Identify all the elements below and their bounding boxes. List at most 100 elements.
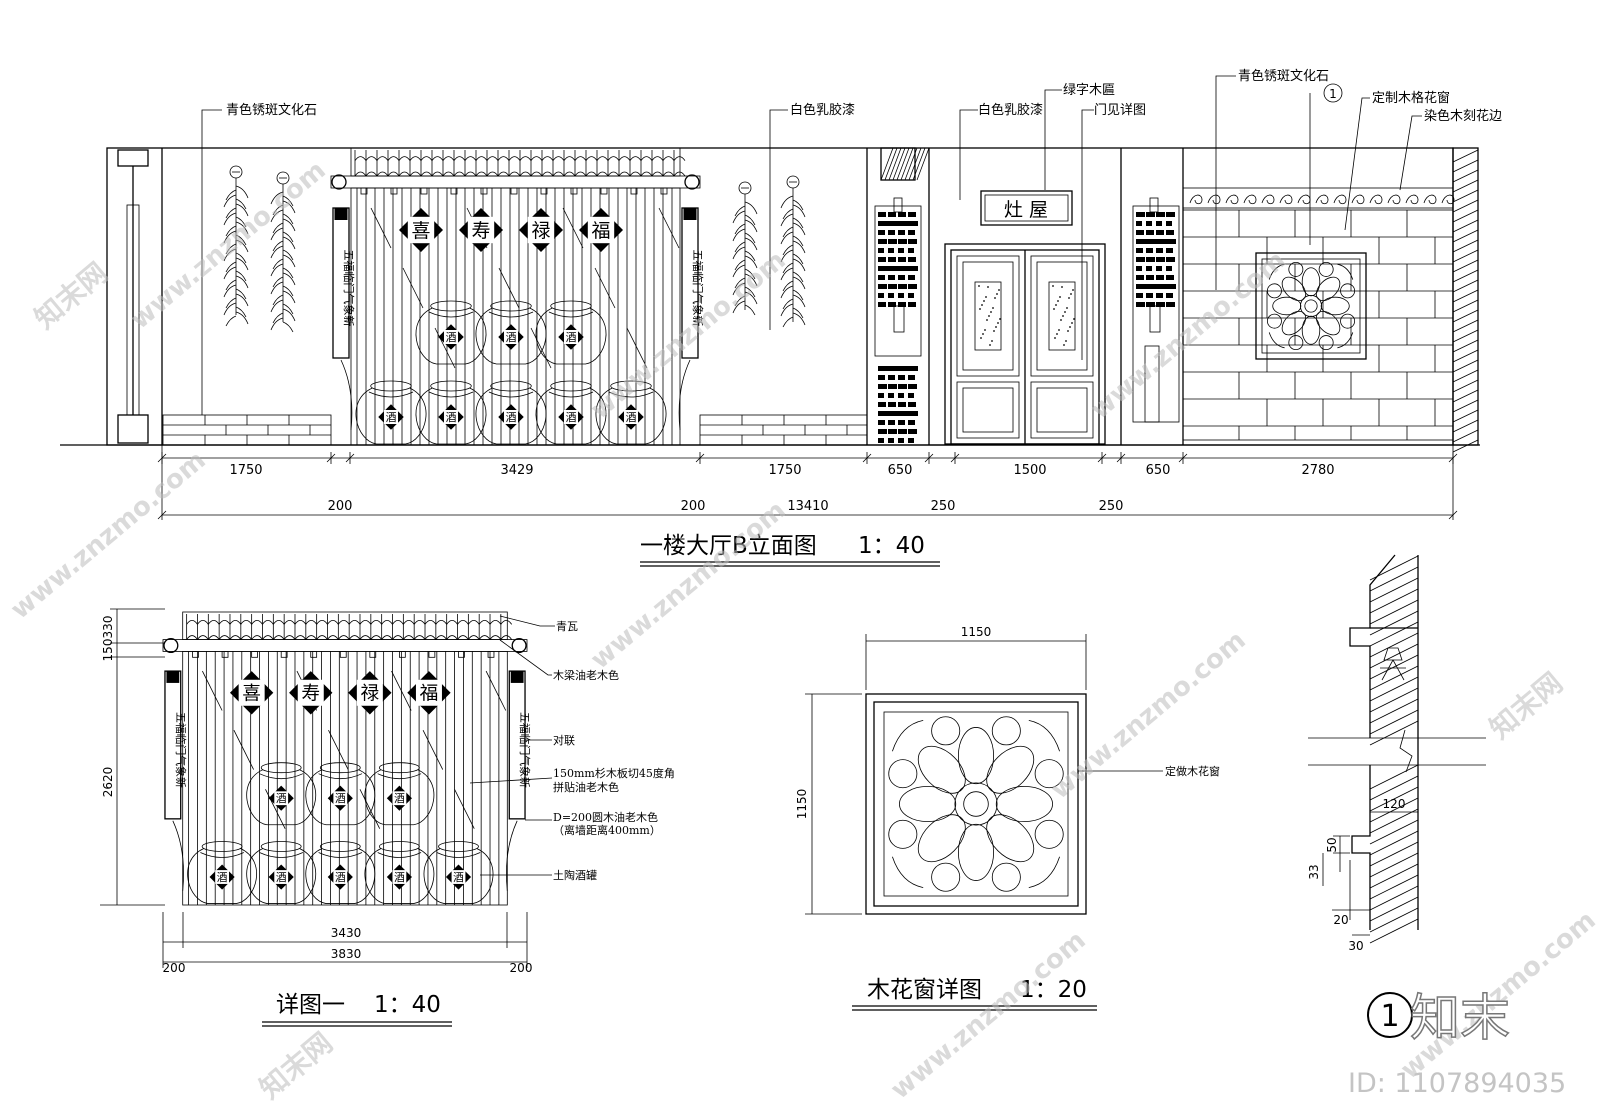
svg-text:酒: 酒 (626, 411, 637, 424)
dim-250-b: 250 (1099, 499, 1124, 514)
svg-text:五福临门气象新: 五福临门气象新 (518, 712, 532, 788)
dim-1750-a: 1750 (229, 463, 262, 478)
narrow-panel-left (874, 147, 930, 443)
label-green-plaque: 绿字木匾 (1063, 83, 1115, 98)
title-detail1: 详图一 (276, 992, 345, 1018)
svg-text:寿: 寿 (301, 684, 320, 705)
dim-window-left: 1150 (795, 789, 809, 820)
svg-text:寿: 寿 (471, 220, 490, 242)
detail1-dimensions: 330 150 2620 3430 3830 200 200 (100, 608, 532, 975)
section-detail: 120 50 33 20 30 (1307, 554, 1486, 953)
elevation-title: 一楼大厅B立面图 1：40 (640, 533, 940, 567)
wine-display: 五福临门气象新五福临门气象新喜寿禄福酒酒酒酒酒酒酒酒 (330, 147, 705, 446)
dim-3429: 3429 (500, 463, 533, 478)
svg-text:酒: 酒 (394, 871, 405, 884)
svg-text:酒: 酒 (446, 411, 457, 424)
plaque-text: 灶 屋 (1004, 199, 1048, 221)
title-window-scale: 1：20 (1020, 977, 1087, 1003)
dim-1500: 1500 (1013, 463, 1046, 478)
label-door-detail: 门见详图 (1094, 103, 1146, 118)
svg-text:酒: 酒 (335, 792, 346, 805)
title-window: 木花窗详图 (867, 977, 982, 1003)
watermark-site-3: www.znzmo.com (1085, 245, 1291, 425)
dim-200-a: 200 (328, 499, 353, 514)
watermarks: 知末网 www.znzmo.com www.znzmo.com www.znzm… (5, 155, 1600, 1105)
svg-text:酒: 酒 (566, 411, 577, 424)
label-beam: 木梁油老木色 (553, 668, 619, 682)
detail1-labels: 青瓦 木梁油老木色 对联 150mm杉木板切45度角 拼贴油老木色 D=200圆… (469, 615, 675, 882)
svg-text:酒: 酒 (566, 331, 577, 344)
svg-text:酒: 酒 (506, 411, 517, 424)
label-latex-1: 白色乳胶漆 (790, 102, 855, 118)
dim-650-a: 650 (888, 463, 913, 478)
elevation-labels: 青色锈斑文化石 白色乳胶漆 白色乳胶漆 绿字木匾 门见详图 青色锈斑文化石 1 … (201, 68, 1502, 415)
svg-text:五福临门气象新: 五福临门气象新 (342, 250, 356, 327)
brick-base-middle (699, 414, 868, 446)
dim-50: 50 (1325, 837, 1339, 852)
watermark-site-6: www.znzmo.com (1045, 625, 1251, 805)
dim-1750-b: 1750 (768, 463, 801, 478)
watermark-brand-3: 知末网 (253, 1026, 339, 1105)
label-stone-left: 青色锈斑文化石 (226, 102, 317, 118)
logo-text: 知末 (1410, 989, 1510, 1047)
svg-text:喜: 喜 (242, 684, 261, 705)
label-window-note: 定做木花窗 (1165, 764, 1220, 778)
label-stone-right: 青色锈斑文化石 (1238, 68, 1329, 84)
svg-text:五福临门气象新: 五福临门气象新 (174, 712, 188, 788)
carved-frieze (1182, 187, 1455, 209)
chili-decor-left (223, 165, 296, 333)
big-callout-number: 1 (1380, 999, 1399, 1034)
kitchen-door[interactable] (944, 243, 1106, 445)
elevation-b: 五福临门气象新五福临门气象新喜寿禄福酒酒酒酒酒酒酒酒 (60, 68, 1502, 567)
dim-250-a: 250 (931, 499, 956, 514)
svg-text:禄: 禄 (360, 684, 379, 705)
dim-2780: 2780 (1301, 463, 1334, 478)
title-elevation: 一楼大厅B立面图 (640, 533, 817, 559)
dim-3830: 3830 (331, 947, 362, 961)
label-lattice-window: 定制木格花窗 (1372, 90, 1450, 106)
dim-20: 20 (1333, 913, 1348, 927)
watermark-site-1: www.znzmo.com (125, 155, 331, 335)
label-tile: 青瓦 (556, 620, 578, 633)
watermark-brand-2: 知末网 (1483, 666, 1569, 745)
chili-decor-right (732, 175, 806, 328)
callout-1: 1 (1329, 87, 1337, 101)
label-column-2: （离墙距离400mm） (553, 823, 661, 837)
label-couplet: 对联 (553, 733, 575, 747)
svg-text:酒: 酒 (446, 331, 457, 344)
watermark-site-7: www.znzmo.com (885, 925, 1091, 1105)
left-pilaster (117, 149, 149, 444)
label-board-1: 150mm杉木板切45度角 (553, 766, 675, 780)
label-column-1: D=200圆木油老木色 (553, 810, 658, 824)
corner-brand: 1 知末 ID: 1107894035 (1348, 988, 1566, 1099)
dim-200-b: 200 (681, 499, 706, 514)
plaque-kitchen: 灶 屋 (980, 190, 1073, 226)
dim-30: 30 (1348, 939, 1363, 953)
svg-text:酒: 酒 (217, 871, 228, 884)
dim-330: 330 (101, 616, 115, 639)
dim-window-top: 1150 (961, 625, 992, 639)
svg-text:五福临门气象新: 五福临门气象新 (691, 250, 705, 327)
watermark-brand-1: 知末网 (28, 256, 114, 335)
dim-200-c: 200 (163, 961, 186, 975)
svg-text:酒: 酒 (394, 792, 405, 805)
svg-text:禄: 禄 (531, 220, 550, 242)
label-carved-edge: 染色木刻花边 (1424, 108, 1502, 124)
detail-1: 五福临门气象新五福临门气象新喜寿禄福酒酒酒酒酒酒酒酒 青瓦 木梁油老木色 对联 … (100, 608, 675, 1027)
dim-33: 33 (1307, 864, 1321, 879)
label-jar: 土陶酒罐 (553, 868, 597, 882)
svg-text:喜: 喜 (411, 220, 430, 242)
brick-base-left (162, 414, 332, 446)
svg-text:福: 福 (591, 220, 610, 242)
svg-text:酒: 酒 (386, 411, 397, 424)
elevation-dimensions: 1750 3429 1750 650 1500 650 2780 200 200… (157, 445, 1458, 520)
label-board-2: 拼贴油老木色 (553, 780, 619, 794)
watermark-site-5: www.znzmo.com (585, 495, 791, 675)
watermark-site-2: www.znzmo.com (585, 245, 791, 425)
svg-text:酒: 酒 (453, 871, 464, 884)
id-text: ID: 1107894035 (1348, 1068, 1566, 1099)
svg-text:酒: 酒 (335, 871, 346, 884)
dim-120: 120 (1383, 797, 1406, 811)
window-detail: 定做木花窗 1150 1150 木花窗详图 1：20 (795, 625, 1220, 1011)
dim-150: 150 (101, 639, 115, 662)
